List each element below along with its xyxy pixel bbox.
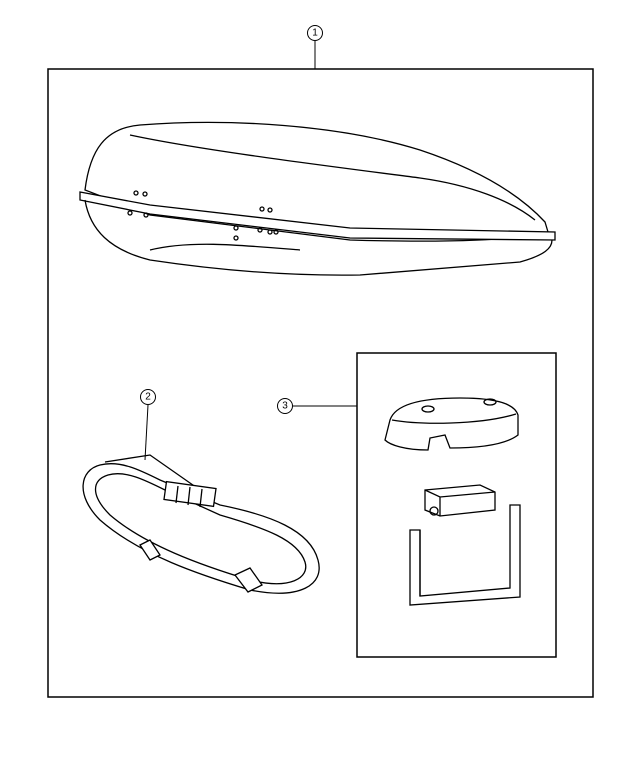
mounting-kit-frame xyxy=(356,352,557,658)
callout-1: 1 xyxy=(307,25,323,69)
callout-1-label: 1 xyxy=(312,28,318,39)
strap-illustration xyxy=(82,454,320,594)
cargo-box-illustration xyxy=(79,121,556,276)
callout-3: 3 xyxy=(277,398,357,414)
callout-2-label: 2 xyxy=(145,392,151,403)
callout-3-label: 3 xyxy=(282,401,288,412)
mounting-kit-illustration xyxy=(384,397,521,606)
outer-frame xyxy=(47,68,594,698)
callout-2: 2 xyxy=(140,389,156,461)
